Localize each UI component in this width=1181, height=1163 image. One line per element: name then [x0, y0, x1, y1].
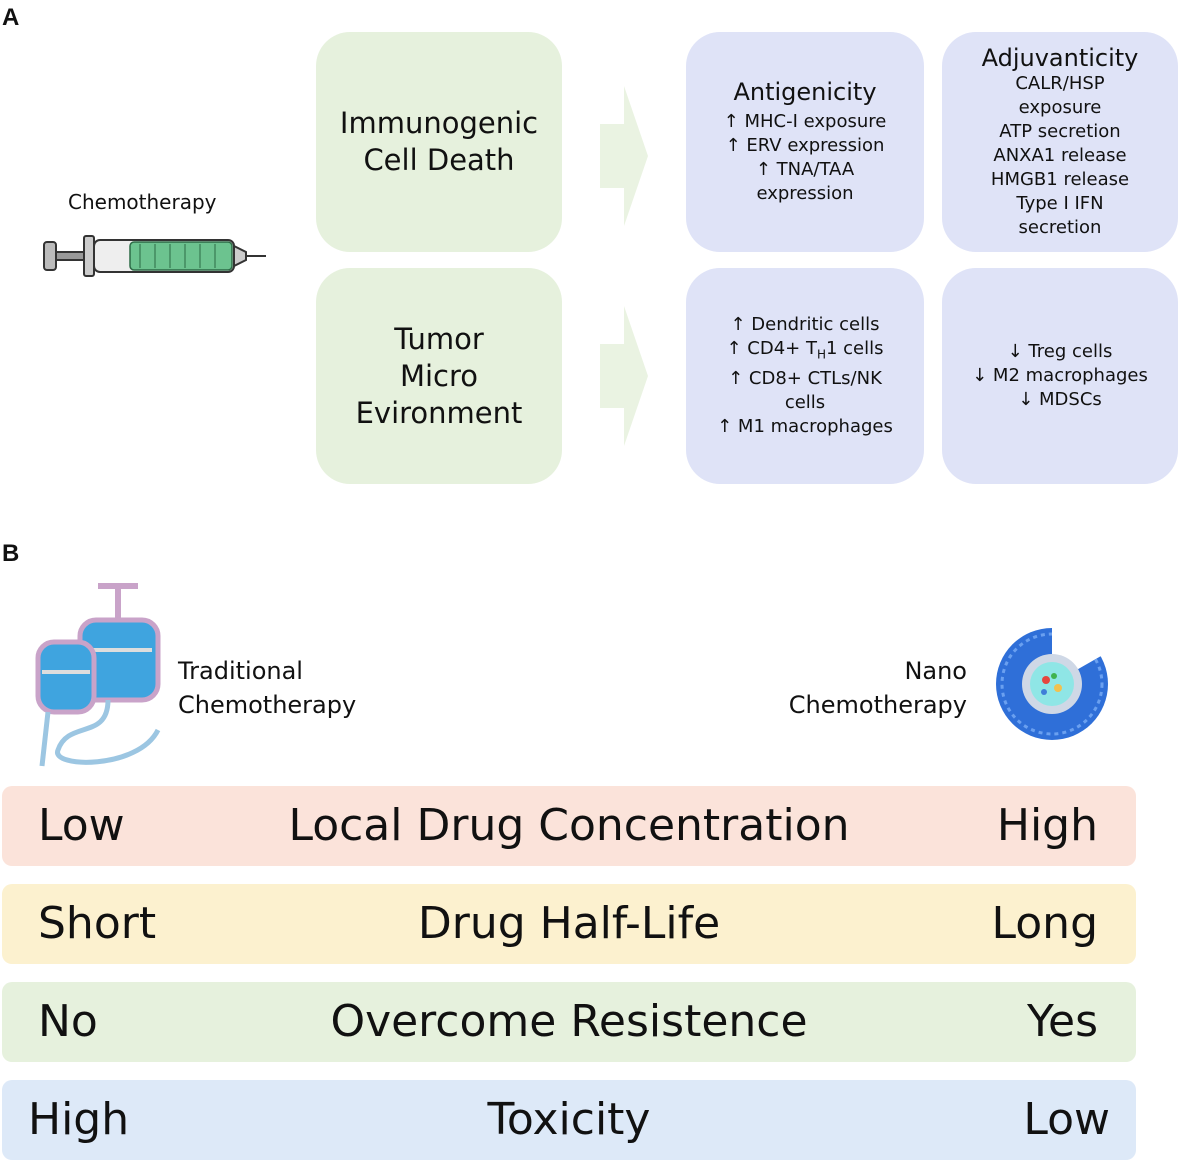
comparison-row: Toxicity High Low: [2, 1080, 1136, 1160]
immune-down-line: ↓ MDSCs: [1018, 389, 1102, 410]
tumor-microenvironment-box: Tumor Micro Evironment: [316, 268, 562, 484]
antigenicity-line: ↑ MHC-I exposure: [723, 110, 887, 132]
immune-up-line-suffix: 1 cells: [825, 338, 884, 360]
adjuvanticity-line: exposure: [1018, 96, 1102, 118]
panel-b-label: B: [2, 540, 20, 567]
th-subscript: H: [816, 347, 826, 362]
icd-line-2: Cell Death: [363, 143, 515, 177]
nano-line-2: Chemotherapy: [788, 691, 967, 719]
icd-line-1: Immunogenic: [339, 106, 539, 140]
immune-up-line: ↑ M1 macrophages: [717, 415, 893, 437]
row-center-label: Local Drug Concentration: [288, 800, 850, 851]
antigenicity-title: Antigenicity: [733, 77, 877, 106]
adjuvanticity-line: secretion: [1018, 216, 1102, 238]
chemotherapy-label: Chemotherapy: [68, 190, 217, 214]
adjuvanticity-line: ATP secretion: [999, 120, 1121, 142]
row-center-label: Toxicity: [487, 1094, 651, 1145]
immune-up-line: cells: [784, 391, 826, 413]
tme-line-3: Evironment: [355, 395, 523, 430]
row-right-value: Long: [991, 898, 1098, 949]
immune-down-line: ↓ M2 macrophages: [972, 365, 1148, 386]
antigenicity-line: expression: [756, 182, 854, 204]
adjuvanticity-line: CALR/HSP: [1015, 72, 1105, 94]
adjuvanticity-line: Type I IFN: [1016, 192, 1104, 214]
immune-up-line: ↑ Dendritic cells: [730, 314, 880, 336]
antigenicity-line: ↑ TNA/TAA: [755, 158, 855, 180]
row-center-label: Drug Half-Life: [417, 898, 721, 949]
immune-up-line: ↑ CD8+ CTLs/NK: [728, 367, 882, 389]
arrow-right-icon: [600, 306, 648, 446]
immune-decrease-box: ↓ Treg cells ↓ M2 macrophages ↓ MDSCs: [942, 268, 1178, 484]
row-left-value: Low: [38, 800, 125, 851]
comparison-row: Drug Half-Life Short Long: [2, 884, 1136, 964]
tme-line-1: Tumor: [394, 321, 484, 356]
immune-up-line: ↑ CD4+ TH1 cells: [726, 337, 883, 367]
arrow-right-icon: [600, 86, 648, 226]
adjuvanticity-box: Adjuvanticity CALR/HSP exposure ATP secr…: [942, 32, 1178, 252]
row-right-value: Yes: [1026, 996, 1098, 1047]
immunogenic-cell-death-box: Immunogenic Cell Death: [316, 32, 562, 252]
traditional-line-2: Chemotherapy: [178, 691, 357, 719]
row-right-value: High: [996, 800, 1098, 851]
adjuvanticity-title: Adjuvanticity: [981, 43, 1139, 72]
immune-increase-box: ↑ Dendritic cells ↑ CD4+ TH1 cells ↑ CD8…: [686, 268, 924, 484]
syringe-icon: [43, 235, 266, 277]
antigenicity-line: ↑ ERV expression: [725, 134, 885, 156]
row-center-label: Overcome Resistence: [330, 996, 808, 1047]
nano-line-1: Nano: [904, 657, 967, 685]
row-left-value: No: [38, 996, 98, 1047]
traditional-line-1: Traditional: [178, 657, 303, 685]
adjuvanticity-line: HMGB1 release: [990, 168, 1130, 190]
row-left-value: Short: [38, 898, 157, 949]
antigenicity-box: Antigenicity ↑ MHC-I exposure ↑ ERV expr…: [686, 32, 924, 252]
immune-down-line: ↓ Treg cells: [1007, 341, 1113, 362]
traditional-chemotherapy-label: Traditional Chemotherapy: [178, 654, 356, 722]
nano-chemotherapy-label: Nano Chemotherapy: [789, 654, 967, 722]
adjuvanticity-line: ANXA1 release: [993, 144, 1127, 166]
comparison-row: Local Drug Concentration Low High: [2, 786, 1136, 866]
immune-up-line-prefix: ↑ CD4+ T: [726, 338, 817, 360]
row-left-value: High: [28, 1094, 130, 1145]
nanoparticle-icon: [996, 627, 1108, 740]
iv-drip-icon: [35, 583, 161, 767]
row-right-value: Low: [1023, 1094, 1110, 1145]
panel-a-label: A: [2, 4, 20, 31]
tme-line-2: Micro: [399, 358, 479, 393]
comparison-row: Overcome Resistence No Yes: [2, 982, 1136, 1062]
